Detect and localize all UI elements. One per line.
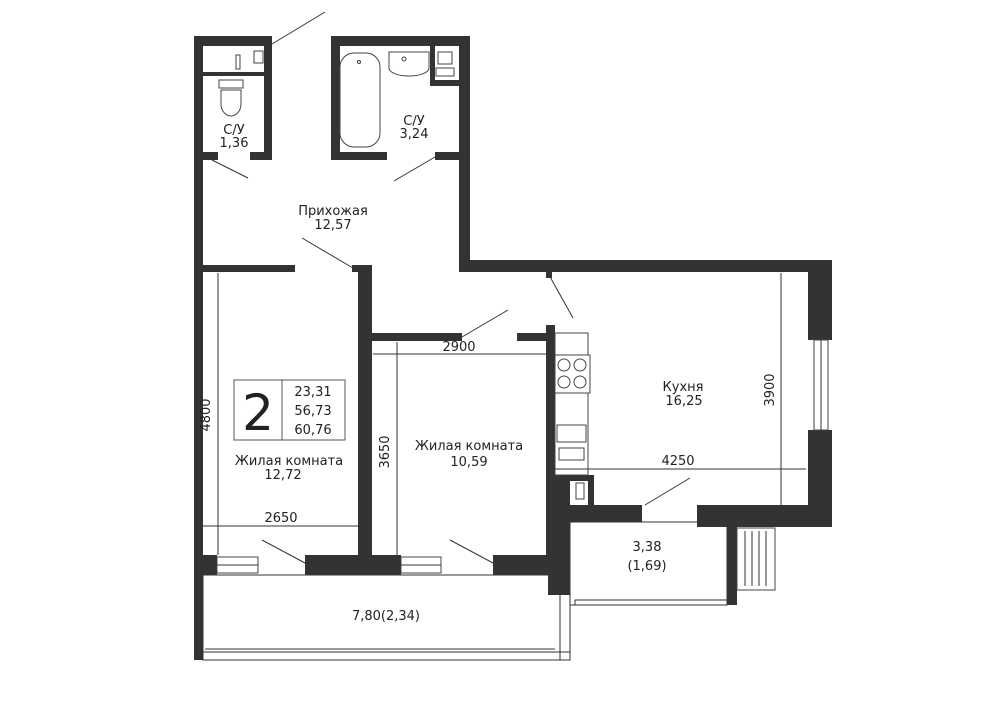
dim-bedroom1-height: 4800 (199, 398, 214, 431)
total-area: 56,73 (294, 404, 331, 419)
bedroom1-area: 12,72 (264, 468, 301, 483)
walls (194, 36, 832, 660)
hallway-label: Прихожая (298, 204, 368, 219)
kitchen-label: Кухня (663, 380, 704, 395)
bathroom-area: 3,24 (400, 127, 429, 142)
stove (554, 354, 591, 394)
kitchen-sink (556, 424, 587, 443)
living-area: 23,31 (294, 385, 331, 400)
balcony-large (202, 574, 571, 661)
dim-kitchen-height: 3900 (763, 373, 778, 406)
rooms-count: 2 (242, 384, 274, 442)
sink (388, 51, 430, 77)
hallway-area: 12,57 (314, 218, 351, 233)
balcony-small-area: 3,38 (633, 540, 662, 555)
summary-box: 2 23,31 56,73 60,76 (233, 379, 346, 442)
bedroom2-label: Жилая комната (415, 439, 523, 454)
wc-small-label: С/У (223, 123, 244, 138)
toilet-bowl (220, 89, 242, 117)
door-swings (211, 156, 691, 564)
kitchen-area: 16,25 (665, 394, 702, 409)
bedroom2-area: 10,59 (450, 455, 487, 470)
wc-cabinet (253, 50, 264, 64)
bathroom-label: С/У (403, 114, 424, 129)
dim-bedroom2-height: 3650 (378, 435, 393, 468)
wc-small-area: 1,36 (220, 136, 249, 151)
dim-kitchen-width: 4250 (661, 454, 694, 469)
dim-bedroom1-width: 2650 (264, 511, 297, 526)
bedroom1-label: Жилая комната (235, 454, 343, 469)
bathtub (339, 52, 381, 148)
fixtures (218, 50, 591, 500)
balcony-small-reduced: (1,69) (627, 559, 666, 574)
dimension-lines (203, 273, 806, 555)
windows (216, 339, 829, 574)
balcony-large-area: 7,80(2,34) (352, 609, 420, 624)
entrance-door (271, 11, 326, 45)
dim-bedroom2-width: 2900 (442, 340, 475, 355)
balcony-small (569, 521, 776, 606)
total-with-balconies: 60,76 (294, 423, 331, 438)
toilet-tank (218, 79, 244, 89)
